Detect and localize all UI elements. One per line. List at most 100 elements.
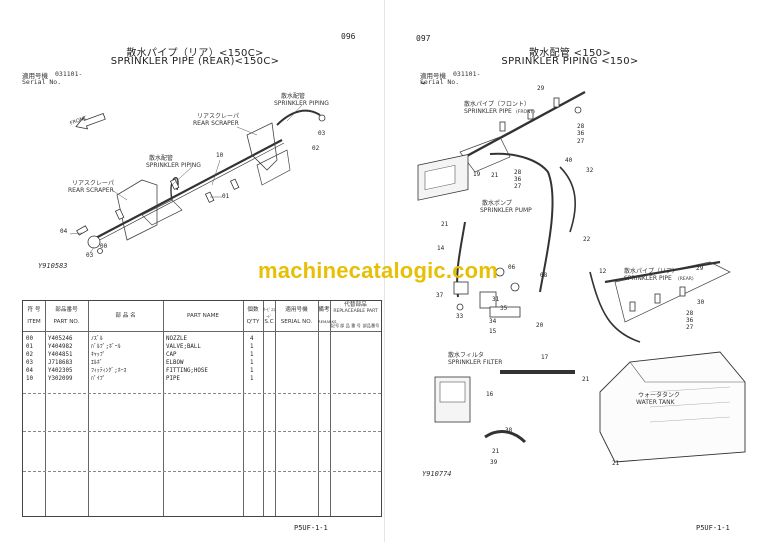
- callout-number: 16: [486, 391, 494, 398]
- sheet-divider: [384, 0, 385, 542]
- callout-number: 15: [489, 328, 497, 335]
- callout-rear-scraper-top-jp: リアスクレーパ: [197, 113, 239, 120]
- callout-number: 19: [473, 171, 481, 178]
- col-part-name-en: PART NAME: [187, 313, 219, 319]
- cell-part-name: ELBOW: [166, 360, 184, 366]
- serial-label-jp-left: 適用号機: [22, 72, 48, 80]
- callout-sprinkler-piping-mid-jp: 散水配管: [149, 155, 174, 162]
- cell-item: 01: [26, 344, 33, 350]
- serial-label-jp-right: 適用号機: [420, 72, 446, 80]
- callout-sprinkler-piping-mid-en: SPRINKLER PIPING: [146, 162, 201, 169]
- col-replaceable-en: REPLACEABLE PART: [333, 309, 378, 314]
- page-number-right: 097: [416, 34, 431, 43]
- cell-item: 10: [26, 376, 33, 382]
- col-sc-en: S.C: [264, 319, 274, 325]
- callout-number: 29: [696, 265, 704, 272]
- cell-part-no: Y402305: [48, 368, 73, 374]
- col-replace-sub-2: 部 品 番 号: [340, 323, 361, 328]
- col-part-no-jp: 部品番号: [55, 307, 78, 313]
- callout-number: 08: [540, 272, 548, 279]
- cell-part-no: Y404982: [48, 344, 73, 350]
- cell-item: 04: [26, 368, 33, 374]
- callout-sprinkler-piping-top-jp: 散水配管: [281, 93, 306, 100]
- callout-number: 21: [441, 221, 449, 228]
- col-remarks-en: REMARKS: [318, 319, 337, 324]
- col-item-jp: 符 号: [27, 307, 41, 313]
- callout-pipe-front-jp: 散水パイプ（フロント）: [464, 101, 531, 108]
- col-qty-en: Q'TY: [246, 319, 260, 325]
- callout-pipe-front-suffix: (FRONT): [516, 110, 535, 115]
- callout-number: 21: [491, 172, 499, 179]
- callout-number: 03: [86, 252, 94, 259]
- callout-number: 27: [577, 138, 585, 145]
- callout-pipe-rear-en: SPRINKLER PIPE: [624, 275, 672, 282]
- callout-number: 28: [577, 123, 585, 130]
- cell-item: 02: [26, 352, 33, 358]
- cell-name-jp: ｷｬｯﾌﾟ: [91, 352, 106, 358]
- callout-number: 04: [60, 228, 68, 235]
- callout-number: 14: [437, 245, 445, 252]
- callout-pump-jp: 散水ポンプ: [482, 200, 512, 207]
- callout-number: 32: [586, 167, 594, 174]
- callout-number: 10: [216, 152, 224, 159]
- callout-number: 40: [565, 157, 573, 164]
- cell-qty: 4: [250, 336, 254, 342]
- sprinkler-piping-diagram: [417, 82, 746, 463]
- cell-qty: 1: [250, 376, 254, 382]
- col-replace-sub-3: 部品番号: [362, 323, 380, 328]
- serial-label-en-right: Serial No.: [420, 78, 460, 86]
- callout-rear-scraper-top-en: REAR SCRAPER: [193, 120, 239, 127]
- callout-rear-scraper-low-jp: リアスクレーパ: [72, 180, 114, 187]
- callout-number: 39: [490, 459, 498, 466]
- cell-part-no: Y404851: [48, 352, 73, 358]
- callout-number: 35: [500, 305, 508, 312]
- page-title-en-right: SPRINKLER PIPING <150>: [501, 56, 639, 67]
- page-title-jp-left: 散水パイプ（リア）<150C>: [126, 48, 264, 59]
- figure-id-right: Y910774: [422, 470, 452, 478]
- cell-part-name: PIPE: [166, 376, 180, 382]
- callout-number: 03: [318, 130, 326, 137]
- col-qty-jp: 個数: [247, 307, 259, 313]
- cell-part-no: Y405246: [48, 336, 73, 342]
- cell-name-jp: ﾊﾞﾙﾌﾞ;ﾎﾞｰﾙ: [91, 344, 121, 350]
- callout-number: 36: [686, 317, 694, 324]
- cell-qty: 1: [250, 368, 254, 374]
- callout-number: 27: [686, 324, 694, 331]
- cell-item: 00: [26, 336, 33, 342]
- sprinkler-pipe-rear-diagram: [69, 104, 326, 254]
- page-title-jp-right: 散水配管 <150>: [528, 48, 612, 59]
- callout-number: 28: [514, 169, 522, 176]
- callout-number: 21: [492, 448, 500, 455]
- col-sc-jp: ｻｰﾋﾞｽｺｰﾄﾞ: [263, 307, 275, 319]
- callout-number: 37: [436, 292, 444, 299]
- col-item-en: ITEM: [27, 319, 41, 325]
- callout-tank-en: WATER TANK: [636, 399, 675, 406]
- callout-number: 12: [599, 268, 607, 275]
- col-serial-en: SERIAL NO.: [280, 319, 313, 325]
- cell-item: 03: [26, 360, 33, 366]
- page-number-left: 096: [341, 32, 356, 41]
- figure-id-left: Y910583: [38, 262, 68, 270]
- cell-qty: 1: [250, 344, 254, 350]
- cell-part-name: FITTING;HOSE: [166, 368, 208, 374]
- callout-number: 28: [686, 310, 694, 317]
- callout-number: 01: [222, 193, 230, 200]
- callout-number: 22: [583, 236, 591, 243]
- callout-number: 30: [697, 299, 705, 306]
- col-name-jp: 部 品 名: [115, 313, 136, 319]
- callout-number: 34: [489, 318, 497, 325]
- col-replace-sub-1: 記号: [330, 323, 340, 328]
- callout-number: 21: [612, 460, 620, 467]
- cell-qty: 1: [250, 352, 254, 358]
- callout-filter-en: SPRINKLER FILTER: [448, 359, 503, 366]
- callout-pipe-rear-suffix: (REAR): [678, 277, 694, 282]
- serial-value-right: 031101-: [453, 70, 481, 78]
- callout-number: 02: [312, 145, 320, 152]
- callout-number: 20: [536, 322, 544, 329]
- callout-number: 36: [577, 130, 585, 137]
- callout-pipe-front-en: SPRINKLER PIPE: [464, 108, 512, 115]
- cell-part-no: Y302099: [48, 376, 73, 382]
- callout-number: 29: [537, 85, 545, 92]
- cell-name-jp: ﾉｽﾞﾙ: [91, 336, 103, 342]
- cell-name-jp: ﾊﾟｲﾌﾟ: [91, 376, 106, 382]
